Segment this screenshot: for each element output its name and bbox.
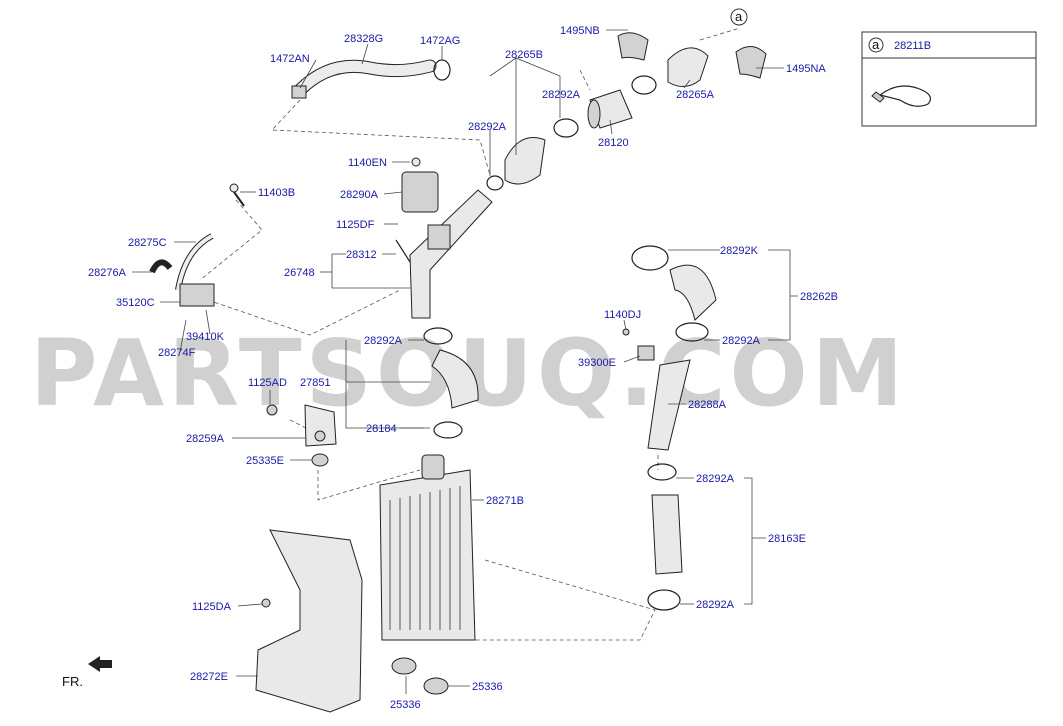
callout-39300E[interactable]: 39300E xyxy=(578,357,616,369)
callout-28265B[interactable]: 28265B xyxy=(505,49,543,61)
circle-a-marker-letter: a xyxy=(735,9,743,24)
callout-28262B[interactable]: 28262B xyxy=(800,291,838,303)
callout-26748[interactable]: 26748 xyxy=(284,267,315,279)
callout-28292A-lower-bottom[interactable]: 28292A xyxy=(696,599,735,611)
solenoid-35120C[interactable] xyxy=(179,283,215,307)
callout-28292A-mid-left[interactable]: 28292A xyxy=(364,335,403,347)
callout-1140EN[interactable]: 1140EN xyxy=(348,157,387,169)
callout-1472AN[interactable]: 1472AN xyxy=(270,53,310,65)
hose-28262B[interactable] xyxy=(631,245,717,342)
hose-28265A[interactable] xyxy=(667,47,709,87)
callout-27851[interactable]: 27851 xyxy=(300,377,331,389)
grommet-25336-b[interactable] xyxy=(423,677,449,695)
callout-28292K[interactable]: 28292K xyxy=(720,245,759,257)
callout-1125DA[interactable]: 1125DA xyxy=(192,601,232,613)
callout-28288A[interactable]: 28288A xyxy=(688,399,727,411)
clamp-1472AG[interactable] xyxy=(433,59,451,81)
leader-lines xyxy=(132,29,798,694)
callout-39410K[interactable]: 39410K xyxy=(186,331,225,343)
callout-1125AD[interactable]: 1125AD xyxy=(248,377,287,389)
front-direction-label: FR. xyxy=(62,674,83,689)
cable-tie-icon xyxy=(871,85,932,107)
callout-25335E[interactable]: 25335E xyxy=(246,455,284,467)
callout-1495NB[interactable]: 1495NB xyxy=(560,25,600,37)
hose-28275C[interactable] xyxy=(175,233,214,291)
callout-28275C[interactable]: 28275C xyxy=(128,237,167,249)
callout-28292A-lower-upper[interactable]: 28292A xyxy=(696,473,735,485)
legend-circle-letter: a xyxy=(872,37,880,52)
callout-28265A[interactable]: 28265A xyxy=(676,89,715,101)
callout-28120[interactable]: 28120 xyxy=(598,137,629,149)
valve-28290A[interactable] xyxy=(401,157,439,213)
callout-25336-right[interactable]: 25336 xyxy=(472,681,503,693)
hose-28276A[interactable] xyxy=(149,259,173,274)
clip-1495NB[interactable] xyxy=(617,32,649,61)
pipe-26748[interactable] xyxy=(409,189,493,319)
callout-1495NA[interactable]: 1495NA xyxy=(786,63,826,75)
front-direction-arrow-icon xyxy=(88,656,112,672)
callout-11403B[interactable]: 11403B xyxy=(258,187,295,199)
callout-28271B[interactable]: 28271B xyxy=(486,495,524,507)
callout-35120C[interactable]: 35120C xyxy=(116,297,155,309)
grommet-25336-a[interactable] xyxy=(391,657,417,675)
callout-labels: 1472AN 28328G 1472AG 1495NB 1495NA 28265… xyxy=(88,25,838,711)
legend-part-number[interactable]: 28211B xyxy=(894,40,931,52)
callout-28274F[interactable]: 28274F xyxy=(158,347,196,359)
callout-28163E[interactable]: 28163E xyxy=(768,533,806,545)
callout-28292A-upper-left[interactable]: 28292A xyxy=(468,121,507,133)
callout-28290A[interactable]: 28290A xyxy=(340,189,379,201)
callout-28259A[interactable]: 28259A xyxy=(186,433,225,445)
callout-28292A-mid-right[interactable]: 28292A xyxy=(722,335,761,347)
dashed-guides xyxy=(199,27,741,641)
clip-1495NA[interactable] xyxy=(735,46,767,79)
pipe-28288A[interactable] xyxy=(622,328,691,451)
legend-box: a 28211B xyxy=(861,31,1037,127)
bracket-28259A[interactable] xyxy=(266,404,337,467)
callout-28292A-upper-right[interactable]: 28292A xyxy=(542,89,581,101)
callout-1472AG[interactable]: 1472AG xyxy=(420,35,460,47)
callout-1125DF[interactable]: 1125DF xyxy=(336,219,375,231)
callout-28184[interactable]: 28184 xyxy=(366,423,397,435)
circle-a-marker-icon xyxy=(730,8,748,26)
hose-28163E[interactable] xyxy=(647,463,683,611)
hose-28328G[interactable] xyxy=(291,59,437,99)
hose-27851[interactable] xyxy=(423,327,479,439)
hose-28312[interactable] xyxy=(395,239,411,263)
callout-28328G[interactable]: 28328G xyxy=(344,33,383,45)
callout-1140DJ[interactable]: 1140DJ xyxy=(604,309,641,321)
callout-28312[interactable]: 28312 xyxy=(346,249,377,261)
callout-28276A[interactable]: 28276A xyxy=(88,267,127,279)
intercooler-28271B[interactable] xyxy=(379,454,476,641)
bolt-11403B[interactable] xyxy=(229,183,245,207)
bellow-28120[interactable] xyxy=(587,75,657,129)
air-guide-28272E[interactable] xyxy=(255,529,363,713)
callout-25336-left[interactable]: 25336 xyxy=(390,699,421,711)
legend-circle-icon xyxy=(868,37,884,53)
callout-28272E[interactable]: 28272E xyxy=(190,671,228,683)
